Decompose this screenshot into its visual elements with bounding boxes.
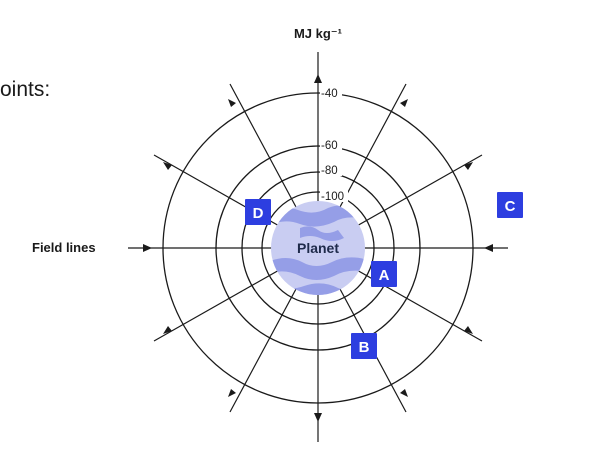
point-c: C <box>497 192 523 218</box>
point-b: B <box>351 333 377 359</box>
point-d: D <box>245 199 271 225</box>
planet: Planet <box>271 201 365 295</box>
contour-100 <box>261 191 375 305</box>
arrow-left <box>143 244 152 252</box>
equipotential-contours <box>162 92 474 404</box>
contour-label-40: -40 <box>321 88 338 100</box>
arrow-diag-br <box>400 389 408 397</box>
arrow-diag-l2 <box>163 326 172 334</box>
point-a-label: A <box>379 267 390 284</box>
arrow-diag-tl <box>228 99 236 107</box>
contour-80 <box>241 171 395 325</box>
contour-60 <box>215 145 421 351</box>
contour-label-60: -60 <box>321 140 338 152</box>
point-c-label: C <box>505 198 516 215</box>
field-lines-label: Field lines <box>32 240 96 255</box>
axis-unit-label: MJ kg⁻¹ <box>294 26 342 41</box>
planet-label: Planet <box>297 240 339 256</box>
contour-labels: -40 -60 -80 -100 <box>320 85 348 203</box>
arrow-diag-tr <box>400 99 408 107</box>
arrow-right <box>484 244 493 252</box>
arrow-bottom <box>314 413 322 422</box>
field-line-arrows <box>143 74 493 422</box>
contour-label-80: -80 <box>321 165 338 177</box>
arrow-diag-bl <box>228 389 236 397</box>
contour-label-100: -100 <box>321 191 344 203</box>
arrow-diag-l1 <box>163 162 172 170</box>
arrow-diag-r2 <box>464 326 473 334</box>
point-b-label: B <box>359 339 370 356</box>
intro-text: oints: <box>0 78 51 101</box>
arrow-top <box>314 74 322 83</box>
point-d-label: D <box>253 205 264 222</box>
point-a: A <box>371 261 397 287</box>
contour-40 <box>162 92 474 404</box>
arrow-diag-r1 <box>464 162 473 170</box>
